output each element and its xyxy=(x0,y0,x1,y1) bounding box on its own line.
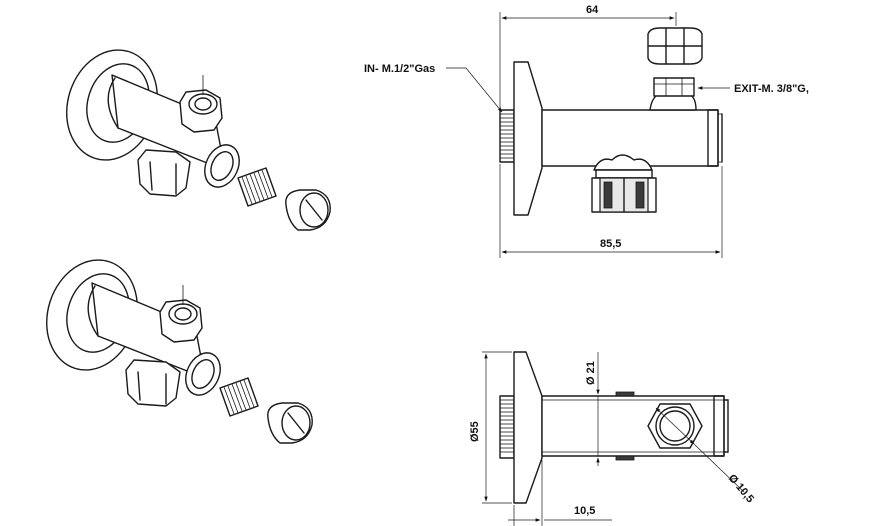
label-outlet: EXIT-M. 3/8"G, xyxy=(734,83,809,95)
top-hex-nut xyxy=(179,89,223,133)
bottom-hex-nut-2 xyxy=(125,359,181,407)
top-hex-nut-2 xyxy=(159,299,203,343)
label-dia-10-5: Ø 10,5 xyxy=(726,472,756,505)
knurled-spindle xyxy=(237,167,277,207)
label-dim-64: 64 xyxy=(586,4,599,16)
plan-flange xyxy=(513,351,543,504)
label-dim-85-5: 85,5 xyxy=(600,238,621,250)
label-inlet: IN- M.1/2"Gas xyxy=(364,63,435,75)
label-dim-10-5: 10,5 xyxy=(574,505,595,517)
crown xyxy=(593,154,653,171)
knurled-spindle-2 xyxy=(219,377,259,417)
isometric-view-bottom xyxy=(46,259,313,444)
plan-inlet-thread xyxy=(499,395,515,459)
isometric-view-top xyxy=(66,49,331,231)
slotted-cap xyxy=(285,189,331,231)
outlet-fitting xyxy=(653,77,695,97)
flange xyxy=(513,61,543,216)
label-dia-55: Ø55 xyxy=(469,421,481,442)
plan-view xyxy=(482,351,745,526)
side-elevation xyxy=(446,12,730,258)
bottom-hex-nut xyxy=(137,149,191,197)
slotted-cap-2 xyxy=(267,402,313,444)
inlet-leader xyxy=(446,67,503,113)
label-dia-21: Ø 21 xyxy=(585,361,597,385)
